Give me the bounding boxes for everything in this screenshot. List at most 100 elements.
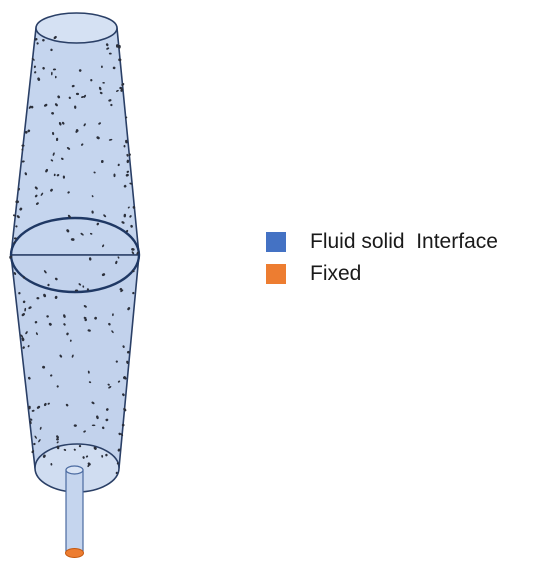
mesh-node-dot [119, 86, 123, 90]
mesh-node-dot [56, 445, 60, 450]
mesh-node-dot [126, 229, 129, 233]
mesh-node-dot [96, 136, 100, 140]
mesh-node-dot [105, 43, 109, 47]
mesh-node-dot [113, 173, 116, 178]
mesh-node-dot [33, 65, 36, 69]
mesh-node-dot [112, 313, 114, 317]
mesh-node-dot [115, 360, 118, 363]
mesh-node-dot [21, 313, 25, 317]
mesh-node-dot [80, 232, 84, 236]
mesh-node-dot [39, 426, 42, 430]
mesh-node-dot [37, 77, 41, 81]
mesh-node-dot [27, 345, 30, 348]
mesh-node-dot [36, 297, 40, 300]
mesh-node-dot [132, 206, 136, 209]
mesh-node-dot [74, 105, 77, 109]
mesh-node-dot [121, 423, 125, 427]
mesh-node-dot [50, 159, 54, 162]
mesh-node-dot [34, 321, 38, 324]
mesh-node-dot [50, 71, 53, 76]
mesh-node-dot [9, 256, 12, 259]
mesh-node-dot [101, 454, 104, 458]
mesh-node-dot [98, 86, 102, 91]
mesh-node-dot [54, 295, 58, 300]
mesh-node-dot [105, 418, 109, 422]
mesh-node-dot [35, 332, 38, 336]
mesh-node-dot [96, 222, 100, 226]
mesh-node-dot [54, 103, 58, 107]
mesh-node-dot [75, 130, 78, 133]
mesh-node-dot [112, 66, 116, 70]
mesh-node-dot [115, 260, 118, 265]
upper-frustum-body [10, 27, 140, 256]
mesh-node-dot [128, 153, 131, 157]
mesh-node-dot [126, 153, 129, 157]
mesh-node-dot [83, 316, 87, 320]
mesh-node-dot [63, 314, 66, 318]
mesh-node-dot [55, 137, 59, 142]
mesh-node-dot [21, 144, 25, 147]
mesh-node-dot [27, 376, 31, 380]
mesh-node-dot [82, 285, 85, 288]
mesh-node-dot [15, 200, 19, 204]
mesh-node-dot [28, 306, 32, 310]
mesh-node-dot [87, 464, 90, 468]
mesh-node-dot [43, 270, 47, 274]
legend: Fluid solid Interface Fixed [266, 226, 498, 290]
mesh-node-dot [34, 71, 37, 74]
mesh-node-dot [96, 415, 99, 420]
mesh-node-dot [100, 65, 103, 69]
mesh-node-dot [101, 273, 106, 277]
mesh-node-dot [24, 130, 28, 134]
mesh-node-dot [36, 405, 41, 409]
mesh-node-dot [20, 334, 23, 338]
mesh-node-dot [51, 112, 55, 115]
mesh-node-dot [115, 44, 119, 48]
mesh-node-dot [110, 103, 113, 107]
mesh-node-dot [53, 35, 57, 40]
mesh-node-dot [21, 160, 25, 163]
mesh-node-dot [34, 435, 37, 439]
mesh-node-dot [47, 283, 50, 287]
mesh-node-dot [75, 92, 80, 96]
mesh-node-dot [107, 383, 110, 386]
mesh-node-dot [100, 159, 104, 164]
mesh-node-dot [13, 237, 17, 240]
mesh-node-speckles [9, 35, 139, 475]
fixed-boundary-end [65, 548, 84, 558]
mesh-node-dot [106, 47, 110, 50]
mesh-node-dot [42, 365, 46, 369]
legend-swatch-fluid-solid-interface [266, 232, 286, 252]
legend-label-fixed: Fixed [310, 262, 362, 285]
mesh-node-dot [78, 444, 82, 448]
mesh-node-dot [118, 44, 121, 49]
mesh-node-dot [29, 420, 32, 425]
mesh-node-dot [117, 380, 121, 383]
mesh-node-dot [67, 191, 70, 194]
mesh-node-dot [24, 172, 27, 176]
legend-label-fluid-solid-interface: Fluid solid Interface [310, 230, 498, 253]
mesh-node-dot [102, 244, 105, 248]
mesh-node-dot [19, 207, 23, 211]
mesh-node-dot [123, 213, 127, 218]
pipe-stem [65, 469, 84, 554]
mesh-node-dot [124, 377, 127, 380]
mesh-node-dot [56, 438, 59, 441]
mesh-node-dot [17, 187, 20, 191]
mesh-node-dot [83, 94, 86, 98]
mesh-node-dot [15, 225, 18, 228]
mesh-node-dot [106, 408, 109, 411]
mesh-node-dot [91, 401, 95, 405]
mesh-node-dot [56, 435, 59, 439]
mesh-node-dot [83, 430, 86, 433]
mesh-node-dot [73, 448, 76, 451]
mesh-node-dot [121, 83, 125, 86]
mesh-node-dot [62, 175, 66, 179]
mesh-node-dot [103, 214, 107, 218]
mesh-node-dot [126, 350, 130, 354]
mesh-node-dot [52, 152, 55, 156]
mesh-node-dot [98, 122, 101, 125]
mesh-node-dot [53, 173, 56, 177]
mesh-node-dot [89, 232, 93, 235]
